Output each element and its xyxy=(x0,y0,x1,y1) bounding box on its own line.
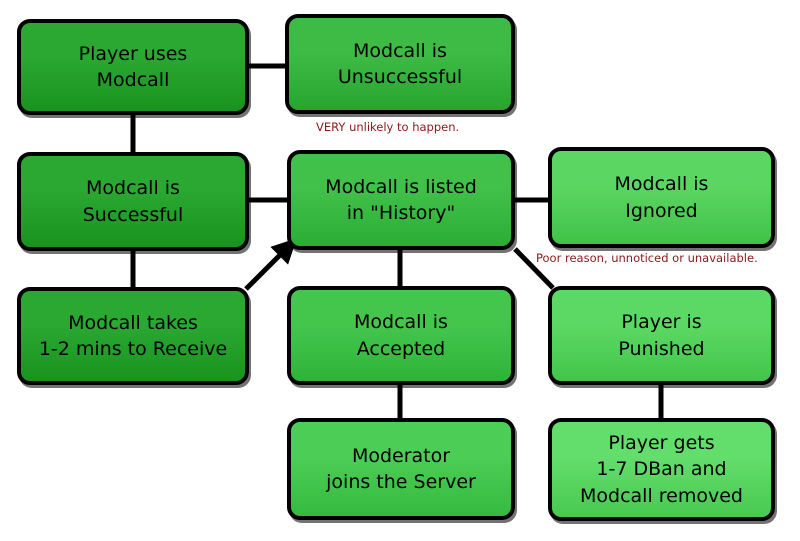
node-label: Player gets 1-7 DBan and Modcall removed xyxy=(580,432,743,507)
node-label: Player is Punished xyxy=(618,311,705,360)
node-player-uses-modcall[interactable]: Player uses Modcall xyxy=(17,19,249,115)
node-modcall-is-unsuccessful[interactable]: Modcall is Unsuccessful xyxy=(285,14,515,114)
annotation-poor-reason-note: Poor reason, unnoticed or unavailable. xyxy=(536,251,758,265)
connector-takes-to-history-arrow xyxy=(244,238,297,291)
node-modcall-is-accepted[interactable]: Modcall is Accepted xyxy=(287,286,515,385)
node-label: Modcall is listed in "History" xyxy=(325,175,477,224)
node-label: Modcall is Successful xyxy=(82,177,184,226)
node-label: Modcall is Unsuccessful xyxy=(337,39,463,88)
node-label: Modcall takes 1-2 mins to Receive xyxy=(38,311,228,360)
node-modcall-takes-1-2-mins[interactable]: Modcall takes 1-2 mins to Receive xyxy=(17,287,249,385)
node-label: Moderator joins the Server xyxy=(326,444,476,493)
node-player-gets-dban[interactable]: Player gets 1-7 DBan and Modcall removed xyxy=(548,418,775,521)
node-modcall-is-successful[interactable]: Modcall is Successful xyxy=(17,152,249,251)
node-modcall-is-listed-in-history[interactable]: Modcall is listed in "History" xyxy=(287,150,515,250)
annotation-very-unlikely-note: VERY unlikely to happen. xyxy=(316,120,460,134)
node-player-is-punished[interactable]: Player is Punished xyxy=(548,286,775,385)
node-label: Player uses Modcall xyxy=(78,42,188,91)
node-modcall-is-ignored[interactable]: Modcall is Ignored xyxy=(548,147,775,248)
node-label: Modcall is Accepted xyxy=(354,311,448,360)
node-label: Modcall is Ignored xyxy=(614,173,709,222)
node-moderator-joins-the-server[interactable]: Moderator joins the Server xyxy=(287,418,515,520)
